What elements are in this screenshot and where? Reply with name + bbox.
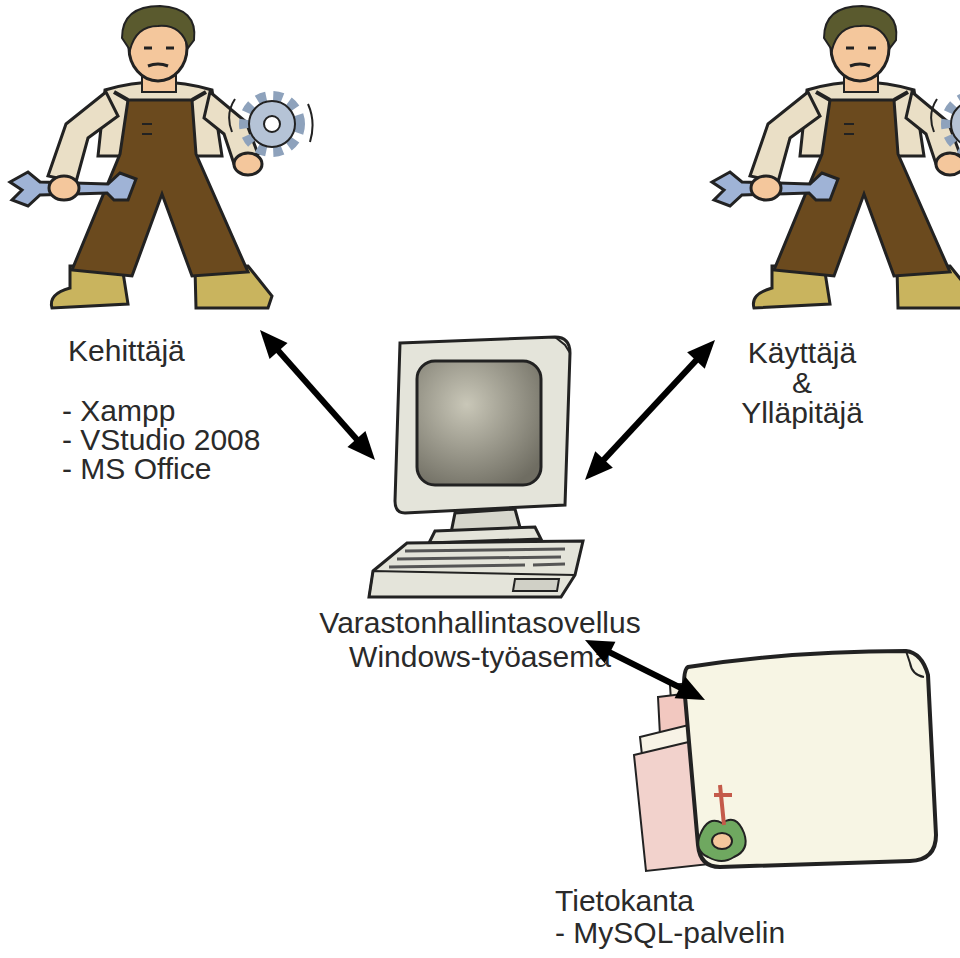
- node-heading: Tietokanta: [555, 886, 694, 916]
- double-arrow: [585, 340, 715, 480]
- arrow-head: [585, 451, 613, 480]
- arrow-line: [276, 348, 359, 442]
- arrow-line: [606, 651, 683, 690]
- arrow-head: [585, 640, 615, 663]
- developer-illustration: [10, 4, 310, 314]
- tool-item: - VStudio 2008: [62, 425, 260, 455]
- developer-node: Kehittäjä - Xampp- VStudio 2008- MS Offic…: [10, 0, 260, 490]
- double-arrow: [260, 330, 375, 460]
- tool-item: - MS Office: [62, 454, 211, 484]
- folder-papers: [634, 651, 936, 871]
- worker-figure: [712, 6, 960, 308]
- computer-keyboard: [369, 541, 583, 597]
- database-node: Tietokanta- MySQL-palvelin: [555, 700, 945, 958]
- database-illustration: [610, 645, 955, 890]
- node-heading: Kehittäjä: [68, 336, 185, 366]
- double-arrow: [585, 640, 705, 700]
- tool-item: - Xampp: [62, 396, 175, 426]
- arrow-line: [601, 358, 698, 463]
- user-node: Käyttäjä & Ylläpitäjä: [715, 0, 890, 430]
- ribbon-figure: [698, 785, 745, 861]
- arrow-head: [260, 330, 288, 359]
- arrow-head: [347, 431, 375, 460]
- computer-monitor: [395, 337, 570, 543]
- worker-figure: [10, 6, 313, 308]
- node-heading: Varastonhallintasovellus: [270, 608, 690, 638]
- node-subheading: Windows-työasema: [270, 642, 690, 672]
- arrow-head: [675, 677, 705, 700]
- computer-illustration: [365, 335, 590, 605]
- application-node: VarastonhallintasovellusWindows-työasema: [375, 340, 585, 680]
- node-heading: Käyttäjä & Ylläpitäjä: [737, 338, 867, 428]
- node-subheading: - MySQL-palvelin: [555, 918, 785, 948]
- user-illustration: [712, 4, 960, 314]
- arrow-head: [687, 340, 715, 369]
